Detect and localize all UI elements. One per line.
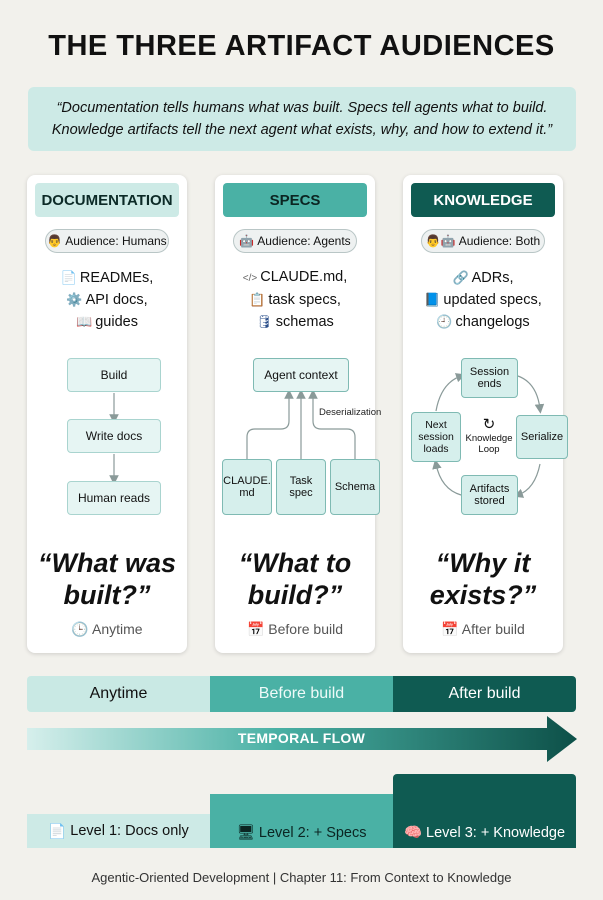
level-1: 📄 Level 1: Docs only (27, 814, 210, 848)
artifact-list: 🔗ADRs, 📘updated specs, 🕘changelogs (403, 267, 563, 333)
calendar-icon: 📅 (441, 621, 459, 637)
level-label: Level 1: Docs only (70, 823, 189, 839)
knowledge-loop-arrows (432, 373, 545, 498)
database-icon: 🛢 (256, 314, 273, 329)
audience-label: Audience: Humans (65, 234, 167, 248)
list-item-label: READMEs, (79, 270, 154, 286)
computer-icon: 🖥 (236, 825, 255, 841)
documentation-header: DOCUMENTATION (35, 183, 179, 217)
list-item-label: ADRs, (471, 270, 514, 286)
knowledge-loop-label: Knowledge Loop (465, 433, 513, 455)
audience-badge: 👨🤖 Audience: Both (421, 229, 545, 253)
audience-badge: 🤖 Audience: Agents (233, 229, 357, 253)
level-label: Level 2: + Specs (258, 825, 367, 841)
knowledge-loop-center: ↻ Knowledge Loop (463, 416, 515, 456)
list-item-label: updated specs, (443, 292, 542, 308)
brain-icon: 🧠 (403, 825, 422, 841)
session-ends-node: Session ends (461, 358, 518, 398)
list-item-label: guides (95, 314, 138, 330)
timing-text: Before build (268, 621, 344, 637)
list-item: </>CLAUDE.md, (215, 267, 375, 289)
level-label: Level 3: + Knowledge (426, 825, 566, 841)
refresh-icon: ↻ (482, 416, 496, 433)
clipboard-icon: 📋 (249, 292, 266, 307)
documentation-card: DOCUMENTATION 👨 Audience: Humans 📄README… (27, 175, 187, 653)
timing-text: Anytime (91, 621, 143, 637)
audience-label: Audience: Agents (257, 234, 351, 248)
serialize-node: Serialize (516, 415, 568, 459)
question: “Why it exists?” (403, 547, 563, 611)
timing-label: 🕒 Anytime (27, 621, 187, 638)
list-item-label: changelogs (455, 314, 530, 330)
document-icon: 📄 (48, 823, 67, 840)
question-line: build?” (247, 580, 343, 610)
timeline-after-build: After build (393, 676, 576, 712)
human-reads-node: Human reads (67, 481, 161, 515)
list-item: 🕘changelogs (403, 311, 563, 333)
write-docs-node: Write docs (67, 419, 161, 453)
schema-node: Schema (330, 459, 380, 515)
list-item: 📋task specs, (215, 289, 375, 311)
person-robot-icon: 👨🤖 (425, 234, 456, 248)
level-3: 🧠 Level 3: + Knowledge (393, 774, 576, 848)
artifacts-stored-node: Artifacts stored (461, 475, 518, 515)
robot-icon: 🤖 (239, 234, 255, 248)
list-item: 🛢schemas (215, 311, 375, 333)
deserialization-arrows (246, 389, 356, 459)
list-item: 📘updated specs, (403, 289, 563, 311)
artifact-list: </>CLAUDE.md, 📋task specs, 🛢schemas (215, 267, 375, 333)
question-line: exists?” (429, 580, 537, 610)
list-item: 📄READMEs, (27, 267, 187, 289)
book-icon: 📖 (76, 314, 93, 329)
person-icon: 👨 (47, 234, 63, 248)
knowledge-card: KNOWLEDGE 👨🤖 Audience: Both 🔗ADRs, 📘upda… (403, 175, 568, 653)
timing-text: After build (461, 621, 525, 637)
temporal-flow-arrow (27, 716, 577, 762)
audience-label: Audience: Both (458, 234, 541, 248)
document-icon: 📄 (60, 270, 77, 285)
timing-label: 📅 Before build (215, 621, 375, 638)
code-file-icon: </> (242, 273, 258, 284)
specs-header: SPECS (223, 183, 367, 217)
question-line: built?” (63, 580, 151, 610)
claude-md-node: CLAUDE. md (222, 459, 272, 515)
timing-label: 📅 After build (403, 621, 563, 638)
list-item: 📖guides (27, 311, 187, 333)
flow-arrows (109, 393, 119, 485)
history-icon: 🕘 (436, 314, 453, 329)
question-line: “What was (37, 548, 177, 578)
footer-caption: Agentic-Oriented Development | Chapter 1… (91, 870, 512, 885)
document-blue-icon: 📘 (424, 292, 441, 307)
list-item-label: API docs, (85, 292, 148, 308)
audience-badge: 👨 Audience: Humans (45, 229, 169, 253)
deserialization-label: Deserialization (319, 407, 382, 418)
list-item-label: task specs, (268, 292, 341, 308)
calendar-icon: 📅 (246, 621, 265, 637)
knowledge-header: KNOWLEDGE (411, 183, 555, 217)
clock-icon: 🕒 (71, 621, 89, 637)
quote-banner: “Documentation tells humans what was bui… (28, 87, 576, 151)
page-title: THE THREE ARTIFACT AUDIENCES (48, 30, 555, 62)
next-session-loads-node: Next session loads (411, 412, 461, 462)
question-line: “Why it (435, 548, 531, 578)
specs-card: SPECS 🤖 Audience: Agents </>CLAUDE.md, 📋… (215, 175, 381, 653)
list-item-label: CLAUDE.md, (260, 269, 348, 285)
list-item: 🔗ADRs, (403, 267, 563, 289)
question: “What was built?” (27, 547, 187, 611)
task-spec-node: Task spec (276, 459, 326, 515)
agent-context-node: Agent context (253, 358, 349, 392)
artifact-list: 📄READMEs, ⚙️API docs, 📖guides (27, 267, 187, 333)
timeline-anytime: Anytime (27, 676, 210, 712)
build-node: Build (67, 358, 161, 392)
question-line: “What to (238, 548, 352, 578)
hierarchy-icon: 🔗 (452, 270, 469, 285)
list-item: ⚙️API docs, (27, 289, 187, 311)
timeline-before-build: Before build (210, 676, 393, 712)
gear-icon: ⚙️ (66, 292, 83, 307)
temporal-flow-label: TEMPORAL FLOW (237, 730, 366, 746)
level-2: 🖥 Level 2: + Specs (210, 794, 393, 848)
list-item-label: schemas (275, 314, 334, 330)
question: “What to build?” (215, 547, 375, 611)
